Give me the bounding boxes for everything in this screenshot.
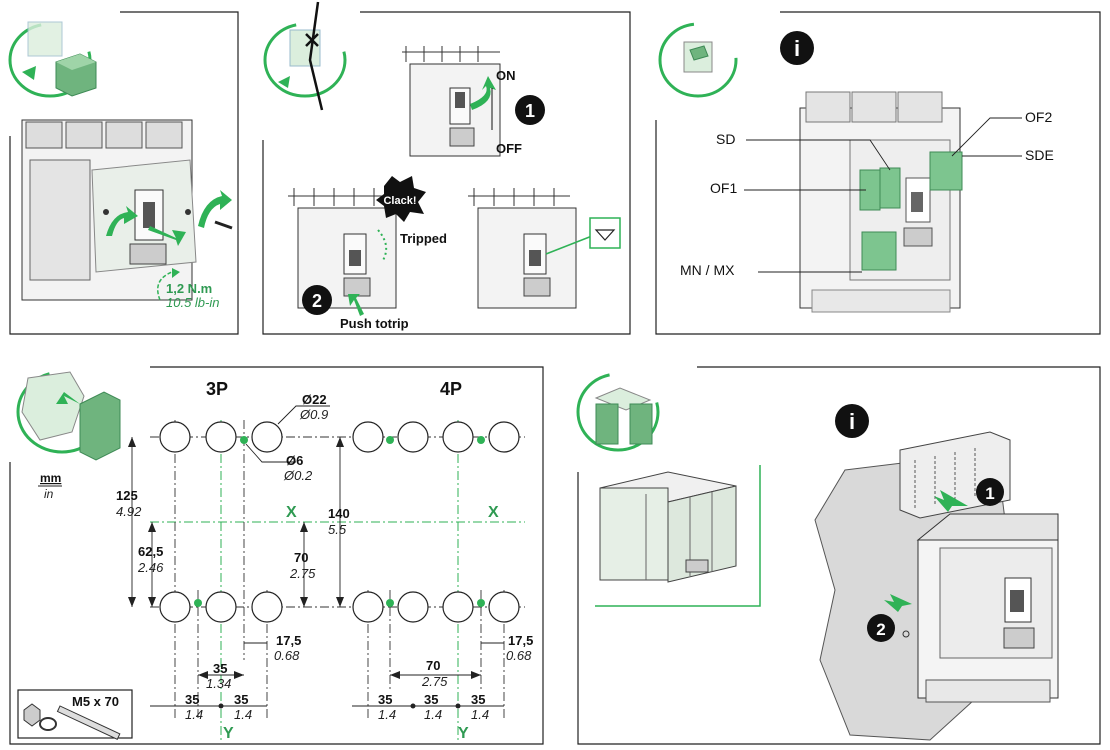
- dim-068-4p: 0.68: [506, 648, 532, 663]
- dim-35-c: 35: [378, 692, 392, 707]
- torque-annotation: 1,2 N.m 10.5 lb-in: [157, 268, 219, 310]
- dim-35-a: 35: [185, 692, 199, 707]
- unit-in: in: [44, 487, 54, 501]
- mn-mx-label: MN / MX: [680, 262, 735, 278]
- panel-top-left: 1,2 N.m 10.5 lb-in: [8, 21, 233, 310]
- dim-275-v: 2.75: [289, 566, 316, 581]
- accessory-labels: SD OF1 MN / MX OF2 SDE: [680, 109, 1054, 278]
- dim-14-c: 1.4: [378, 707, 396, 722]
- sd-label: SD: [716, 131, 735, 147]
- dim-275-h: 2.75: [421, 674, 448, 689]
- dim-35-3p: 35: [213, 661, 227, 676]
- dim-175-3p: 17,5: [276, 633, 301, 648]
- dim-55: 5.5: [328, 522, 347, 537]
- svg-text:i: i: [849, 409, 855, 434]
- dim-70-v: 70: [294, 550, 308, 565]
- dim-175-4p: 17,5: [508, 633, 533, 648]
- panel-bottom-middle: [576, 372, 761, 607]
- tripped-label: Tripped: [400, 231, 447, 246]
- panel-frames: [9, 11, 1101, 745]
- torque-lbin: 10.5 lb-in: [166, 295, 219, 310]
- push-to-trip-label: Push totrip: [340, 316, 409, 331]
- info-icon-2: [835, 404, 869, 438]
- off-label: OFF: [496, 141, 522, 156]
- svg-text:i: i: [794, 36, 800, 61]
- dim-70-h: 70: [426, 658, 440, 673]
- front-view-icon: [658, 22, 738, 98]
- breaker-with-cover: [21, 119, 233, 301]
- dim-35-b: 35: [234, 692, 248, 707]
- dim-14-e: 1.4: [471, 707, 489, 722]
- of1-label: OF1: [710, 180, 737, 196]
- cover-icon: [576, 372, 660, 452]
- dim-d22: Ø22: [302, 392, 327, 407]
- breaker-mounted: [916, 513, 1059, 703]
- sde-label: SDE: [1025, 147, 1054, 163]
- step-2-badge-br: 2: [876, 620, 885, 639]
- dim-d6: Ø6: [286, 453, 303, 468]
- panel-bottom-right: i 1 2: [814, 404, 1059, 741]
- rotate-icon: [8, 21, 97, 98]
- label-3p: 3P: [206, 379, 228, 399]
- dim-246: 2.46: [137, 560, 164, 575]
- step-1-badge: 1: [525, 101, 535, 121]
- dim-d09: Ø0.9: [299, 407, 328, 422]
- dim-14-d: 1.4: [424, 707, 442, 722]
- screw-kit: M5 x 70: [17, 689, 133, 740]
- dim-14-b: 1.4: [234, 707, 252, 722]
- step-1-badge-br: 1: [985, 484, 994, 503]
- wall-mount-icon: [16, 370, 121, 461]
- breaker-accessories: [799, 91, 963, 313]
- panel-top-right: i SD OF1 MN / MX OF2 SDE: [658, 22, 1054, 313]
- on-label: ON: [496, 68, 516, 83]
- panel-bottom-left: mm in 3P 4P: [16, 370, 533, 742]
- axis-y-4p: Y: [458, 725, 469, 742]
- dim-35-d: 35: [424, 692, 438, 707]
- step-2-badge: 2: [312, 291, 322, 311]
- dim-492: 4.92: [116, 504, 142, 519]
- breaker-reset: [468, 188, 621, 309]
- clack-label: Clack!: [383, 195, 416, 207]
- dim-14-a: 1.4: [185, 707, 203, 722]
- axis-x-4p: X: [488, 504, 499, 521]
- info-icon: [780, 31, 814, 65]
- terminal-cover: [599, 471, 737, 583]
- label-4p: 4P: [440, 379, 462, 399]
- screw-label: M5 x 70: [72, 694, 119, 709]
- dim-35-e: 35: [471, 692, 485, 707]
- dim-140: 140: [328, 506, 350, 521]
- axis-y-3p: Y: [223, 725, 234, 742]
- holes-bottom-row: [159, 591, 520, 623]
- do-not-rotate-icon: [263, 1, 347, 111]
- dim-d02: Ø0.2: [283, 468, 313, 483]
- breaker-on-off: ON OFF 1: [402, 46, 545, 157]
- holes-top-row: [159, 421, 520, 453]
- dim-625: 62,5: [138, 544, 163, 559]
- of2-label: OF2: [1025, 109, 1052, 125]
- dim-068-3p: 0.68: [274, 648, 300, 663]
- unit-mm: mm: [40, 471, 61, 485]
- axis-x-3p: X: [286, 504, 297, 521]
- dim-125: 125: [116, 488, 138, 503]
- dim-134: 1.34: [206, 676, 231, 691]
- torque-nm: 1,2 N.m: [166, 281, 212, 296]
- breaker-tripped: Clack! Tripped 2 Push totrip: [288, 176, 447, 331]
- panel-top-middle: ON OFF 1 Clack! Tripped 2 Push totrip: [263, 1, 621, 331]
- units-legend: mm in: [38, 471, 62, 501]
